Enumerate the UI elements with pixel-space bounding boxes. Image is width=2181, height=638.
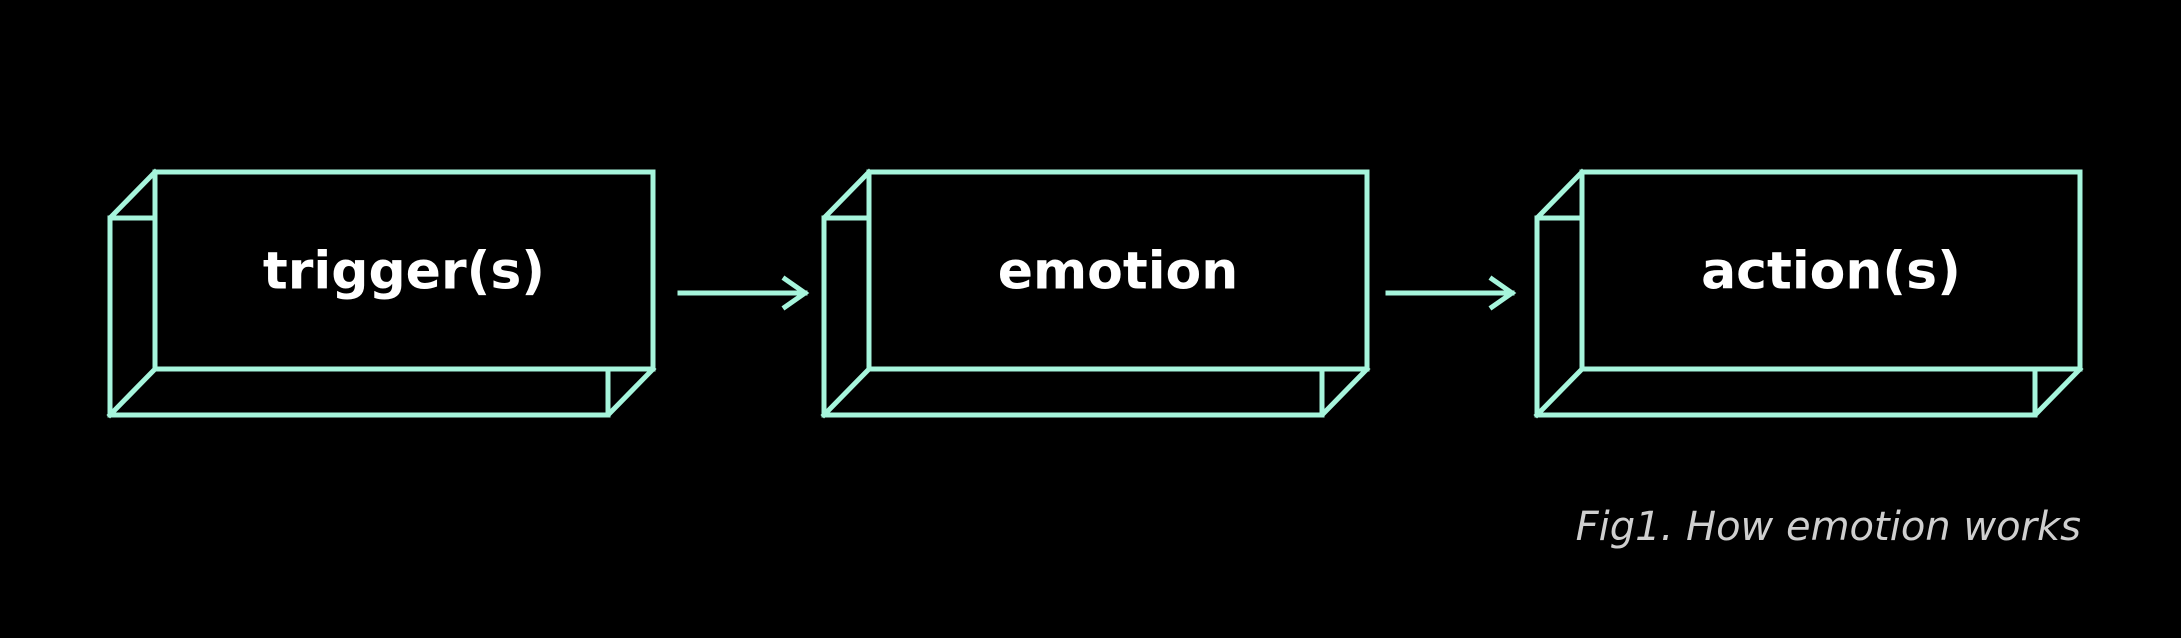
arrow-head: [1488, 275, 1517, 311]
arrow-trigger-to-emotion: [677, 275, 810, 311]
node-front-face: [1579, 169, 2083, 372]
node-label-emotion: emotion: [998, 242, 1239, 302]
node-depth-edge: [106, 365, 159, 419]
node-depth-edge: [1533, 365, 1586, 419]
node-label-action: action(s): [1701, 242, 1961, 302]
node-action: action(s): [1533, 168, 2084, 419]
node-trigger: trigger(s): [106, 168, 657, 419]
node-front-face: [152, 169, 656, 372]
node-depth-edge: [820, 365, 873, 419]
arrow-head: [781, 275, 810, 311]
node-front-face: [866, 169, 1370, 372]
arrow-emotion-to-action: [1385, 275, 1517, 311]
figure-caption: Fig1. How emotion works: [1575, 504, 2081, 550]
node-emotion: emotion: [820, 168, 1371, 419]
node-label-trigger: trigger(s): [263, 242, 545, 302]
